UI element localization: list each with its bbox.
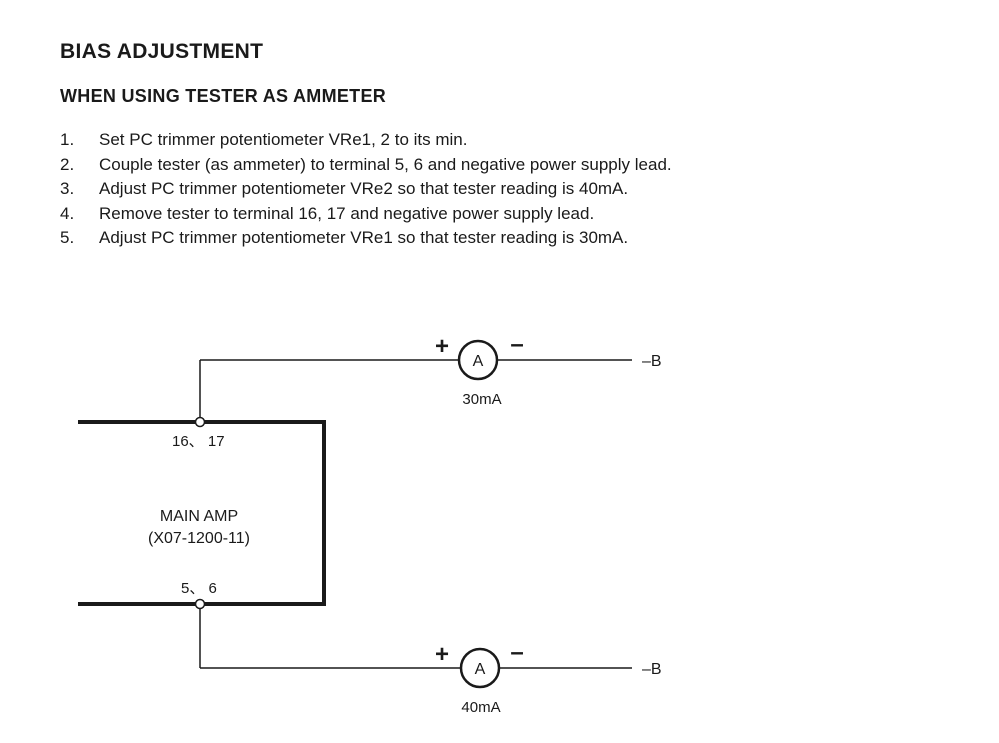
ammeter-circle bbox=[459, 647, 501, 689]
supply-label: –B bbox=[642, 661, 662, 678]
section-subtitle: WHEN USING TESTER AS AMMETER bbox=[60, 86, 387, 106]
step-item: 5. Adjust PC trimmer potentiometer VRe1 … bbox=[60, 226, 760, 251]
step-text: Remove tester to terminal 16, 17 and neg… bbox=[99, 203, 595, 223]
step-item: 2. Couple tester (as ammeter) to termina… bbox=[60, 153, 760, 178]
ammeter-reading: 40mA bbox=[461, 699, 500, 716]
minus-sign: – bbox=[510, 639, 523, 666]
terminal-16-17-node bbox=[194, 416, 206, 428]
step-item: 1. Set PC trimmer potentiometer VRe1, 2 … bbox=[60, 128, 760, 153]
ammeter-reading: 30mA bbox=[462, 391, 501, 408]
step-number: 1. bbox=[60, 130, 75, 149]
block-label-part-number: (X07-1200-11) bbox=[148, 530, 250, 547]
terminal-5-6-node bbox=[194, 598, 206, 610]
steps-list: 1. Set PC trimmer potentiometer VRe1, 2 … bbox=[60, 128, 760, 251]
supply-label: –B bbox=[642, 353, 662, 370]
step-text: Adjust PC trimmer potentiometer VRe2 so … bbox=[99, 179, 629, 198]
terminal-label-16-17: 16、 17 bbox=[172, 433, 225, 450]
block-label-name: MAIN AMP bbox=[160, 508, 238, 525]
top-ammeter: A + – 30mA –B bbox=[435, 331, 662, 408]
minus-sign: – bbox=[510, 331, 523, 358]
step-number: 5. bbox=[60, 228, 75, 247]
ammeter-symbol: A bbox=[475, 661, 486, 678]
bottom-wire bbox=[199, 608, 632, 669]
step-number: 4. bbox=[60, 203, 75, 223]
plus-sign: + bbox=[435, 333, 449, 360]
top-wire bbox=[199, 359, 632, 418]
step-item: 4. Remove tester to terminal 16, 17 and … bbox=[60, 202, 760, 227]
step-text: Adjust PC trimmer potentiometer VRe1 so … bbox=[99, 228, 629, 247]
page-title: BIAS ADJUSTMENT bbox=[60, 40, 264, 63]
step-text: Set PC trimmer potentiometer VRe1, 2 to … bbox=[99, 130, 468, 149]
terminal-label-5-6: 5、 6 bbox=[181, 580, 217, 597]
step-number: 3. bbox=[60, 179, 75, 198]
bottom-ammeter: A + – 40mA –B bbox=[435, 639, 662, 716]
step-number: 2. bbox=[60, 154, 75, 174]
ammeter-circle bbox=[457, 339, 499, 381]
step-text: Couple tester (as ammeter) to terminal 5… bbox=[99, 154, 672, 174]
step-item: 3. Adjust PC trimmer potentiometer VRe2 … bbox=[60, 177, 760, 202]
plus-sign: + bbox=[435, 641, 449, 668]
ammeter-symbol: A bbox=[473, 353, 484, 370]
